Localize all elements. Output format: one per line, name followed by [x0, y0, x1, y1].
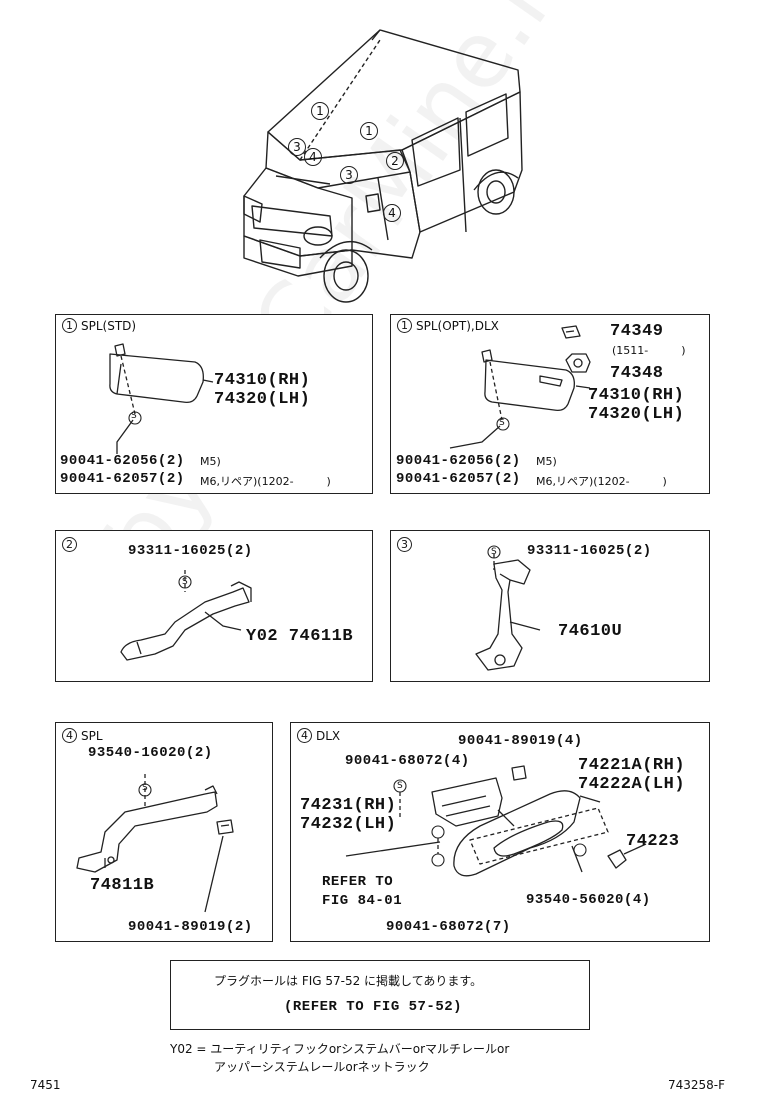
screw-symbol: S [142, 783, 148, 793]
grip-dlx-drawing [345, 765, 647, 877]
part-74223: 74223 [626, 832, 680, 851]
reference-box [170, 960, 590, 1030]
panel-title: DLX [316, 728, 341, 743]
part-74221a: 74221A(RH) [578, 756, 686, 775]
screw-symbol: S [491, 547, 497, 557]
reference-fig-57-52[interactable]: (REFER TO FIG 57-52) [284, 999, 463, 1015]
callout-3b: 3 [340, 166, 358, 184]
screw-symbol: S [499, 418, 505, 428]
panel-grip-spl-heading: 4 SPL [62, 728, 103, 743]
part-74320: 74320(LH) [214, 390, 311, 409]
part-74320: 74320(LH) [588, 405, 685, 424]
part-74811b: 74811B [90, 876, 155, 895]
screw-90041-62057: 90041-62057(2) [60, 471, 185, 487]
screw-93540-56020: 93540-56020(4) [526, 892, 651, 908]
panel-assist-grip-2-heading: 2 [62, 537, 77, 552]
reference-japanese: プラグホールは FIG 57-52 に掲載してあります。 [214, 974, 483, 988]
clip-90041-89019: 90041-89019(2) [128, 919, 253, 935]
part-74610u: 74610U [558, 622, 623, 641]
screw-90041-62056: 90041-62056(2) [60, 453, 185, 469]
panel-number: 2 [62, 537, 77, 552]
part-74348: 74348 [610, 364, 664, 383]
sun-visor-drawing [109, 343, 214, 454]
panel-sunvisor-opt-heading: 1 SPL(OPT),DLX [397, 318, 499, 333]
panel-title: SPL(OPT),DLX [416, 318, 499, 333]
panel-title: SPL [81, 728, 103, 743]
screw-symbol: S [131, 411, 137, 421]
panel-number: 1 [397, 318, 412, 333]
part-74349-note: (1511- ) [612, 344, 686, 357]
footnote-line-2: アッパーシステムレールorネットラック [214, 1060, 430, 1074]
part-74349: 74349 [610, 322, 664, 341]
part-74310: 74310(RH) [214, 371, 311, 390]
screw-90041-62057-note: M6,リペア)(1202- ) [536, 475, 667, 488]
panel-assist-grip-3 [390, 530, 710, 682]
screw-symbol: S [182, 577, 188, 587]
screw-90041-68072-a: 90041-68072(4) [345, 753, 470, 769]
page-code-left: 7451 [30, 1078, 61, 1092]
callout-1b: 1 [360, 122, 378, 140]
assist-grip-3-drawing [475, 545, 541, 671]
callout-3a: 3 [288, 138, 306, 156]
screw-90041-62057-note: M6,リペア)(1202- ) [200, 475, 331, 488]
panel-sunvisor-opt [390, 314, 710, 494]
panel-title: SPL(STD) [81, 318, 137, 333]
screw-93311-16025: 93311-16025(2) [527, 543, 652, 559]
sun-visor-mirror-drawing [449, 325, 591, 449]
panel-number: 3 [397, 537, 412, 552]
vehicle-illustration [243, 29, 523, 303]
panel-sunvisor-std-heading: 1 SPL(STD) [62, 318, 136, 333]
part-74231: 74231(RH) [300, 796, 397, 815]
assist-grip-2-drawing [120, 570, 252, 661]
screw-90041-62057: 90041-62057(2) [396, 471, 521, 487]
part-74222a: 74222A(LH) [578, 775, 686, 794]
callout-4b: 4 [383, 204, 401, 222]
callout-4a: 4 [304, 148, 322, 166]
clip-90041-89019: 90041-89019(4) [458, 733, 583, 749]
panel-sunvisor-std [55, 314, 373, 494]
callout-2: 2 [386, 152, 404, 170]
part-74232: 74232(LH) [300, 815, 397, 834]
screw-93311-16025: 93311-16025(2) [128, 543, 253, 559]
panel-grip-dlx-heading: 4 DLX [297, 728, 340, 743]
screw-93540-16020: 93540-16020(2) [88, 745, 213, 761]
panel-grip-spl [55, 722, 273, 942]
part-74611b: Y02 74611B [246, 627, 354, 646]
screw-90041-62056-note: M5) [536, 455, 557, 468]
panel-number: 1 [62, 318, 77, 333]
refer-label: REFER TO [322, 874, 394, 890]
screw-90041-62056-note: M5) [200, 455, 221, 468]
panel-assist-grip-2 [55, 530, 373, 682]
part-74310: 74310(RH) [588, 386, 685, 405]
panel-assist-grip-3-heading: 3 [397, 537, 412, 552]
screw-90041-62056: 90041-62056(2) [396, 453, 521, 469]
footnote-line-1: Y02 = ユーティリティフックorシステムバーorマルチレールor [170, 1042, 510, 1056]
refer-fig-84-01[interactable]: FIG 84-01 [322, 893, 403, 909]
panel-number: 4 [62, 728, 77, 743]
screw-90041-68072-b: 90041-68072(7) [386, 919, 511, 935]
grip-spl-drawing [76, 774, 234, 913]
panel-number: 4 [297, 728, 312, 743]
callout-1a: 1 [311, 102, 329, 120]
screw-symbol: S [397, 781, 403, 791]
page-code-right: 743258-F [668, 1078, 726, 1092]
